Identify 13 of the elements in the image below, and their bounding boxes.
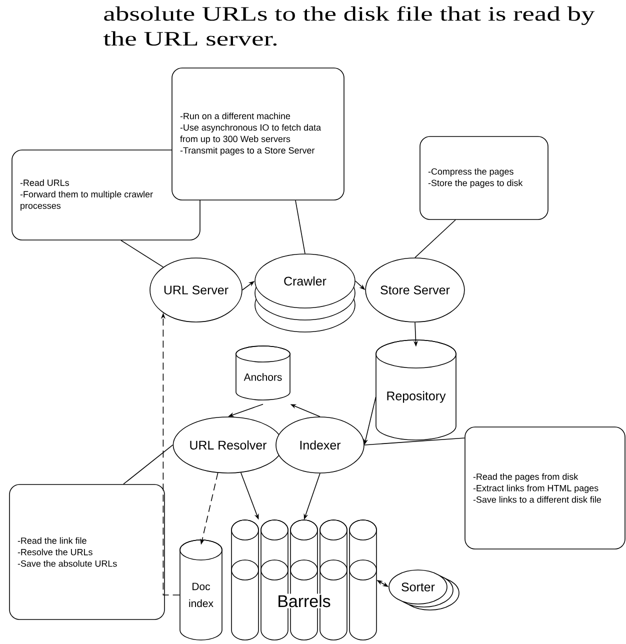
database-cylinder: Anchors — [236, 346, 290, 400]
callout-bubble: -Read the link file -Resolve the URLs -Save the absolute URLs — [9, 484, 165, 620]
barrel-cylinder — [349, 520, 377, 640]
callout-bubble: -Read the pages from disk -Extract links from HTML pages -Save links to a different disk file — [464, 426, 626, 550]
database-cylinder: Doc index — [180, 540, 222, 640]
callout-bubble: -Run on a different machine -Use asynchronous IO to fetch data from up to 300 Web servers -Transmit pages to a Store Server — [172, 68, 344, 200]
process-stack: Sorter — [388, 570, 460, 610]
caption-text: absolute URLs to the disk file that is read by the URL server. — [103, 6, 595, 46]
database-cylinder: Repository — [376, 340, 456, 440]
group-label: Barrels — [276, 594, 332, 608]
barrel-cylinder — [231, 520, 259, 640]
callout-bubble: -Compress the pages -Store the pages to disk — [420, 136, 548, 220]
process-stack: Crawler — [254, 254, 356, 332]
